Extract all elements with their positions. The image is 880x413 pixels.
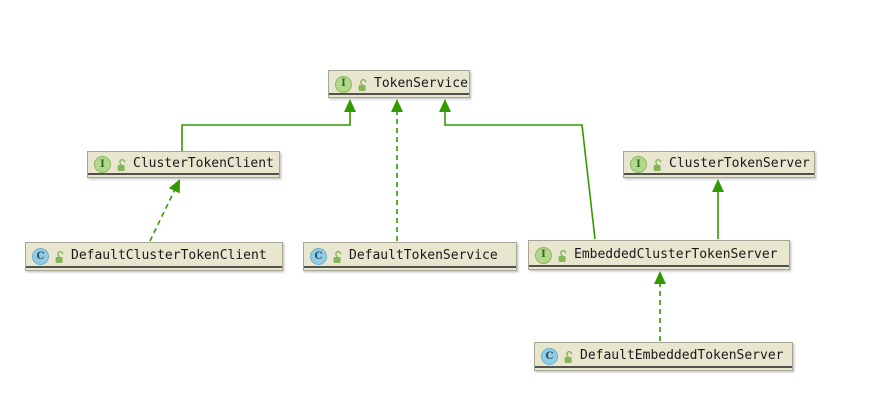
edge-arrowhead-TokenService xyxy=(391,99,403,112)
uml-node-DefaultTokenService[interactable]: C DefaultTokenService xyxy=(303,242,517,271)
uml-node-DefaultEmbeddedTokenServer[interactable]: C DefaultEmbeddedTokenServer xyxy=(534,342,793,371)
node-header-separator xyxy=(529,265,789,267)
interface-icon: I xyxy=(535,246,552,264)
uml-node-ClusterTokenServer[interactable]: I ClusterTokenServer xyxy=(623,151,815,178)
public-lock-icon xyxy=(54,251,66,264)
public-lock-icon xyxy=(563,351,575,364)
node-label: TokenService xyxy=(374,75,468,91)
edge-arrowhead-TokenService xyxy=(344,99,356,112)
class-icon: C xyxy=(541,348,558,365)
node-header-separator xyxy=(88,173,279,175)
public-lock-icon xyxy=(116,159,128,172)
interface-icon: I xyxy=(630,156,647,173)
edge-extends-EmbeddedClusterTokenServer-to-TokenService xyxy=(444,112,596,240)
edge-arrowhead-TokenService xyxy=(439,99,451,112)
edge-arrowhead-ClusterTokenClient xyxy=(168,179,180,194)
edge-arrowhead-EmbeddedClusterTokenServer xyxy=(654,271,666,284)
node-label: DefaultEmbeddedTokenServer xyxy=(580,348,784,363)
node-header-separator xyxy=(624,173,814,175)
node-label: EmbeddedClusterTokenServer xyxy=(574,246,778,262)
public-lock-icon xyxy=(557,249,569,263)
public-lock-icon xyxy=(357,78,369,92)
node-header-separator xyxy=(26,266,282,268)
node-header-separator xyxy=(329,93,469,95)
class-icon: C xyxy=(32,248,49,265)
public-lock-icon xyxy=(332,251,344,264)
uml-node-EmbeddedClusterTokenServer[interactable]: I EmbeddedClusterTokenServer xyxy=(528,240,790,270)
node-label: ClusterTokenClient xyxy=(133,156,274,171)
class-icon: C xyxy=(310,248,327,265)
uml-node-ClusterTokenClient[interactable]: I ClusterTokenClient xyxy=(87,151,280,178)
node-label: DefaultTokenService xyxy=(349,248,498,263)
uml-node-TokenService[interactable]: I TokenService xyxy=(328,70,470,98)
uml-node-DefaultClusterTokenClient[interactable]: C DefaultClusterTokenClient xyxy=(25,242,283,271)
public-lock-icon xyxy=(652,159,664,172)
interface-icon: I xyxy=(335,75,352,93)
edge-extends-ClusterTokenClient-to-TokenService xyxy=(181,112,351,152)
node-label: ClusterTokenServer xyxy=(669,156,810,171)
edge-implements-DefaultClusterTokenClient-to-ClusterTokenClient xyxy=(149,190,176,242)
edge-arrowhead-ClusterTokenServer xyxy=(712,179,724,192)
node-header-separator xyxy=(304,266,516,268)
node-label: DefaultClusterTokenClient xyxy=(71,248,267,263)
node-header-separator xyxy=(535,366,792,368)
interface-icon: I xyxy=(94,156,111,173)
